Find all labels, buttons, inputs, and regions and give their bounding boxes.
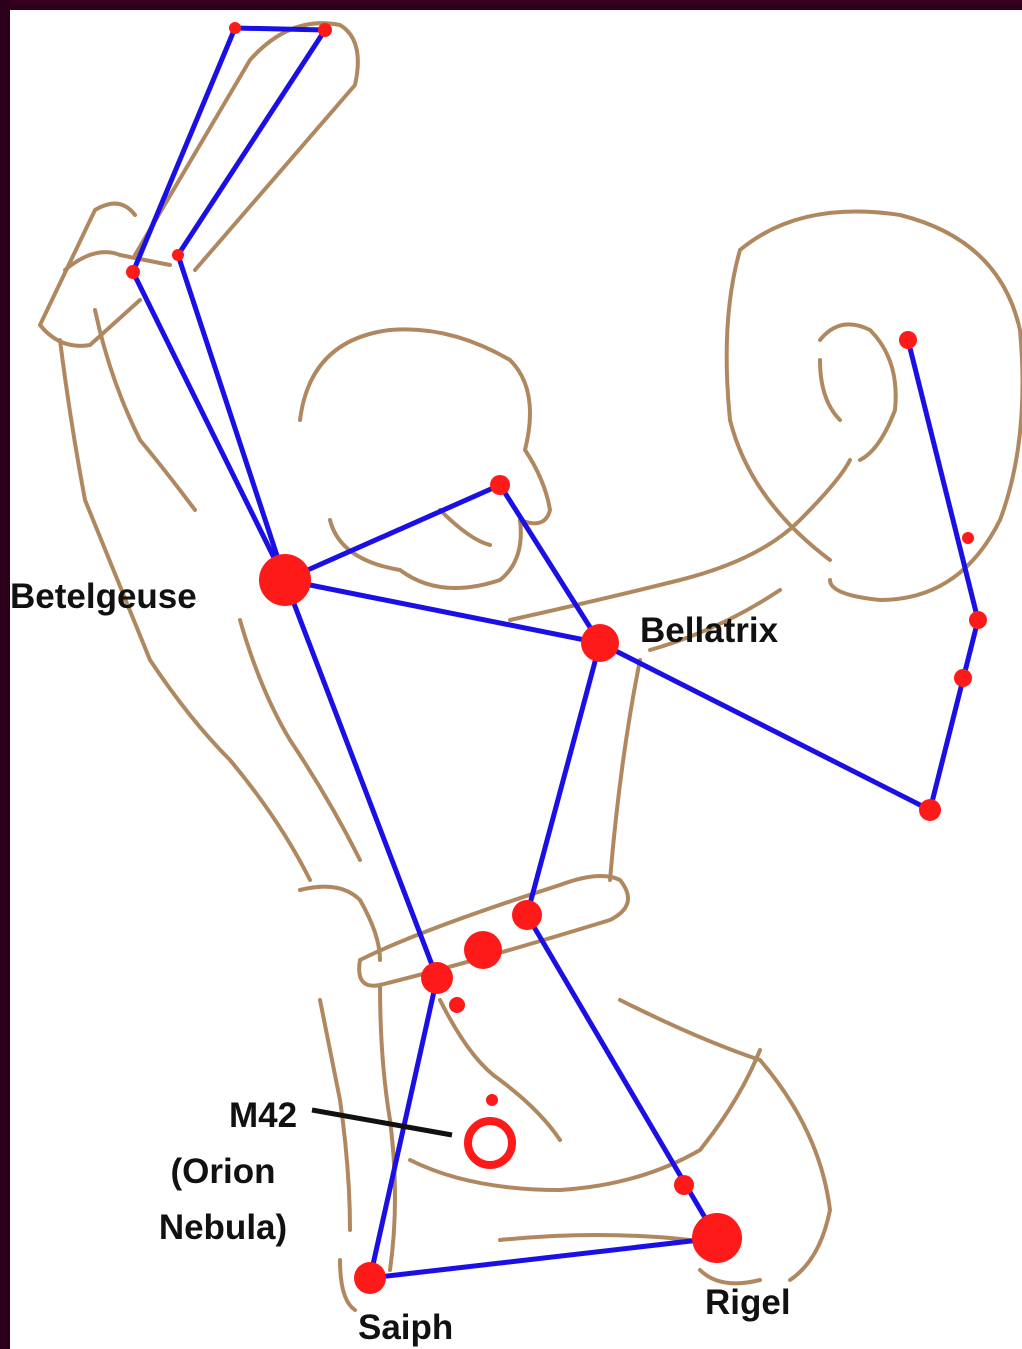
line-club-to-betelgeuse-a bbox=[133, 272, 285, 580]
star-sword-3 bbox=[674, 1175, 694, 1195]
label-bellatrix: Bellatrix bbox=[640, 610, 778, 652]
line-saiph-rigel bbox=[370, 1238, 717, 1278]
line-betelgeuse-belt bbox=[285, 580, 437, 978]
line-bellatrix-belt bbox=[527, 643, 600, 915]
label-m42-line3: Nebula) bbox=[128, 1200, 318, 1256]
star-meissa bbox=[490, 475, 510, 495]
label-saiph: Saiph bbox=[358, 1307, 453, 1349]
star-saiph bbox=[354, 1262, 386, 1294]
line-club-to-betelgeuse-b bbox=[178, 255, 285, 580]
label-m42: M42 (Orion Nebula) bbox=[128, 1088, 318, 1256]
label-rigel: Rigel bbox=[705, 1282, 791, 1324]
label-m42-line1: M42 bbox=[128, 1088, 318, 1144]
line-shield-lower bbox=[930, 620, 978, 810]
star-alnilam bbox=[464, 931, 502, 969]
frame-top-border bbox=[0, 0, 1022, 10]
label-m42-line2: (Orion bbox=[128, 1144, 318, 1200]
star-shield-2 bbox=[962, 532, 974, 544]
line-club-left bbox=[133, 28, 235, 272]
label-betelgeuse: Betelgeuse bbox=[10, 576, 197, 618]
star-shield-1 bbox=[899, 331, 917, 349]
star-club-1 bbox=[229, 22, 241, 34]
star-bellatrix bbox=[581, 624, 619, 662]
frame-left-border bbox=[0, 0, 10, 1349]
star-shield-4 bbox=[954, 669, 972, 687]
line-club-top bbox=[235, 28, 325, 30]
star-shield-3 bbox=[969, 611, 987, 629]
orion-diagram: Betelgeuse Bellatrix M42 (Orion Nebula) … bbox=[10, 10, 1022, 1349]
m42-nebula-ring bbox=[468, 1121, 512, 1165]
star-sword-2 bbox=[486, 1094, 498, 1106]
star-club-2 bbox=[318, 23, 332, 37]
star-club-3 bbox=[126, 265, 140, 279]
star-shield-5 bbox=[919, 799, 941, 821]
star-alnitak bbox=[421, 962, 453, 994]
star-betelgeuse bbox=[259, 554, 311, 606]
line-shield-upper bbox=[908, 340, 978, 620]
m42-pointer-line bbox=[312, 1110, 452, 1135]
star-club-4 bbox=[172, 249, 184, 261]
star-rigel bbox=[692, 1213, 742, 1263]
star-sword-1 bbox=[449, 997, 465, 1013]
line-bellatrix-shield bbox=[600, 643, 930, 810]
star-mintaka bbox=[512, 900, 542, 930]
